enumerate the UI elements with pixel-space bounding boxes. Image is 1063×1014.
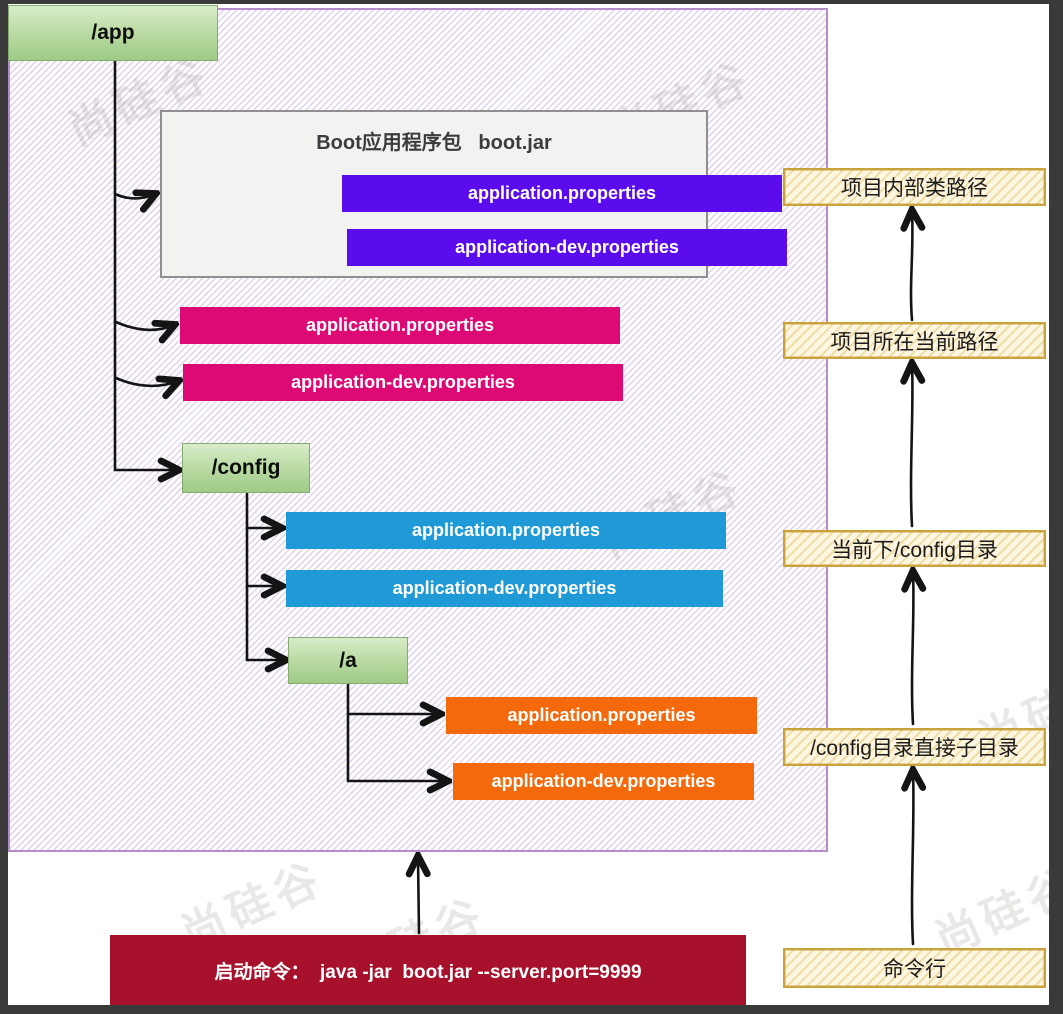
annotation-current-config-dir-label: 当前下/config目录 [831, 538, 998, 562]
adir-application-dev-properties: application-dev.properties [453, 763, 754, 800]
command-arrow [418, 857, 419, 935]
launch-command-text: 启动命令： java -jar boot.jar --server.port=9… [214, 962, 642, 983]
priority-arrow-1 [911, 211, 912, 322]
annotation-config-subdir-label: /config目录直接子目录 [810, 737, 1019, 760]
annotation-classpath-label: 项目内部类路径 [841, 177, 988, 200]
annotation-config-subdir: /config目录直接子目录 [783, 728, 1046, 766]
launch-command-box: 启动命令： java -jar boot.jar --server.port=9… [110, 935, 746, 1005]
currentdir-application-dev-properties: application-dev.properties [183, 364, 623, 401]
boot-jar-title: Boot应用程序包 boot.jar [316, 132, 552, 154]
annotation-current-path-label: 项目所在当前路径 [830, 330, 999, 354]
priority-arrow-3 [912, 572, 913, 726]
annotation-command-line-label: 命令行 [883, 958, 946, 981]
annotation-classpath: 项目内部类路径 [783, 168, 1046, 206]
boot-jar-package: Boot应用程序包 boot.jar application.propertie… [160, 110, 787, 278]
folder-app-label: /app [91, 21, 135, 44]
configdir-application-properties: application.properties [286, 512, 726, 549]
diagram-canvas: 尚硅谷 尚硅谷 尚硅谷 尚硅谷 尚硅谷 尚硅谷 尚硅谷 /app Boot应用程… [8, 4, 1049, 1005]
configdir-application-dev-properties: application-dev.properties [286, 570, 723, 607]
annotation-command-line: 命令行 [783, 948, 1046, 988]
jar-application-properties: application.properties [342, 175, 782, 212]
folder-app: /app [8, 5, 218, 61]
priority-arrow-4 [912, 771, 913, 946]
priority-arrow-2 [911, 364, 912, 528]
folder-config-label: /config [211, 456, 281, 479]
currentdir-application-properties: application.properties [180, 307, 620, 344]
folder-a: /a [288, 637, 408, 684]
annotation-current-path: 项目所在当前路径 [783, 322, 1046, 359]
folder-config: /config [182, 443, 310, 493]
adir-application-properties: application.properties [446, 697, 757, 734]
annotation-current-config-dir: 当前下/config目录 [783, 530, 1046, 567]
folder-a-label: /a [339, 648, 357, 672]
jar-application-dev-properties: application-dev.properties [347, 229, 787, 266]
